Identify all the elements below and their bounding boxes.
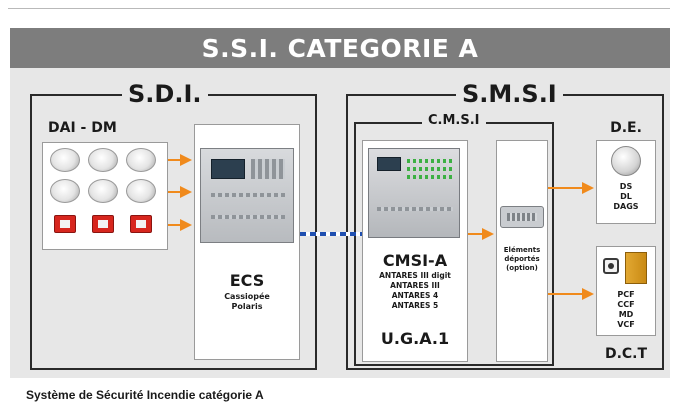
ecs-drawer	[211, 193, 285, 197]
dct-item: MD	[618, 310, 634, 319]
remote-de-arrow	[548, 182, 594, 194]
remote-module-icon	[500, 206, 544, 228]
sdi-title: S.D.I.	[122, 82, 208, 106]
de-device-icon	[611, 146, 641, 176]
smoke-detector-icon	[88, 148, 118, 172]
ecs-keypad	[251, 159, 285, 179]
arrow-head-icon	[582, 288, 594, 300]
fire-door-icon	[625, 252, 647, 284]
cmsi-cabinet-icon	[368, 148, 460, 238]
de-item: DS	[619, 182, 633, 191]
dct-item: VCF	[617, 320, 635, 329]
cmsi-indicators	[407, 159, 453, 163]
cmsi-name: CMSI-A	[382, 251, 448, 270]
smoke-detector-icon	[88, 179, 118, 203]
connections	[168, 154, 594, 300]
manual-call-point-icon	[130, 215, 152, 233]
cmsi-model: ANTARES III digit	[379, 271, 451, 280]
ecs-model: Cassiopée	[224, 292, 270, 301]
caption: Système de Sécurité Incendie catégorie A	[26, 388, 264, 402]
remote-dct-arrow	[548, 288, 594, 300]
arrow-head-icon	[180, 186, 192, 198]
diagram-banner: S.S.I. CATEGORIE A	[10, 28, 670, 68]
dct-item: CCF	[617, 300, 635, 309]
dct-title: D.C.T	[604, 346, 648, 362]
cmsi-model: ANTARES 4	[391, 291, 439, 300]
smoke-detector-icon	[126, 148, 156, 172]
detector-arrows	[168, 154, 192, 231]
top-rule	[8, 8, 670, 9]
smoke-detector-icon	[50, 179, 80, 203]
arrow-head-icon	[180, 219, 192, 231]
uga-label: U.G.A.1	[380, 329, 450, 348]
ecs-model: Polaris	[231, 302, 263, 311]
banner-title: S.S.I. CATEGORIE A	[201, 33, 479, 63]
ecs-screen	[211, 159, 245, 179]
ecs-name: ECS	[229, 271, 265, 290]
door-magnet-icon	[603, 258, 619, 274]
cmsi-drawer	[377, 207, 453, 211]
remote-elements-panel	[496, 140, 548, 362]
cmsi-indicators	[407, 167, 453, 171]
diagram-panel: S.D.I. DAI - DM ECS Cassiopée Polaris S.…	[10, 68, 670, 378]
manual-call-point-icon	[92, 215, 114, 233]
manual-call-point-icon	[54, 215, 76, 233]
smsi-title: S.M.S.I	[456, 82, 563, 106]
de-item: DL	[620, 192, 632, 201]
dai-title: DAI - DM	[48, 120, 117, 136]
arrow-head-icon	[482, 228, 494, 240]
arrow-head-icon	[180, 154, 192, 166]
arrow-head-icon	[582, 182, 594, 194]
ecs-cabinet-icon	[200, 148, 294, 243]
cmsi-model: ANTARES 5	[391, 301, 439, 310]
cmsi-screen	[377, 157, 401, 171]
smoke-detector-icon	[50, 148, 80, 172]
cmsi-remote-arrow	[468, 228, 494, 240]
remote-label: (option)	[506, 264, 538, 272]
cmsi-title: C.M.S.I	[422, 114, 486, 127]
remote-label: déportés	[504, 255, 540, 263]
ecs-drawer	[211, 215, 285, 219]
de-title: D.E.	[610, 120, 642, 136]
remote-label: Eléments	[503, 246, 541, 254]
smoke-detector-icon	[126, 179, 156, 203]
cmsi-indicators	[407, 175, 453, 179]
dct-item: PCF	[617, 290, 635, 299]
cmsi-model: ANTARES III	[390, 281, 440, 290]
de-item: DAGS	[613, 202, 639, 211]
